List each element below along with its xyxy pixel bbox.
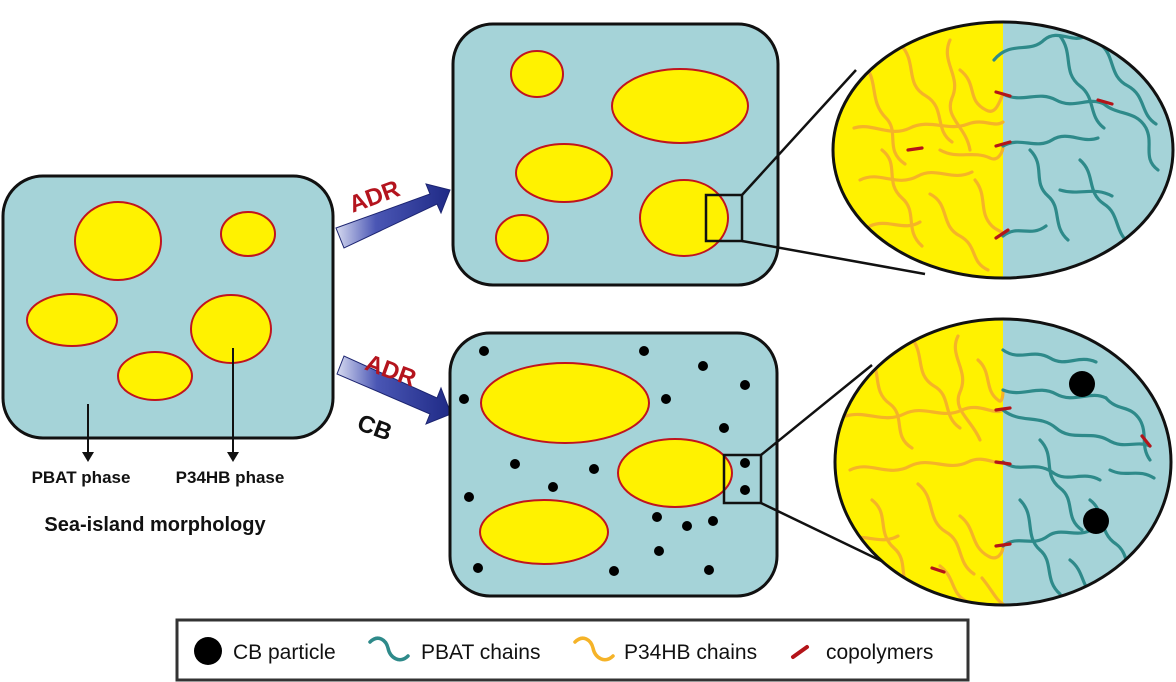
legend-label-cb: CB particle (233, 641, 336, 664)
p34hb-chains (844, 334, 1005, 605)
p34hb-phase-label: P34HB phase (176, 468, 285, 487)
p34hb-island (611, 68, 749, 144)
p34hb-domain (833, 22, 1003, 278)
cb-particle (1083, 508, 1109, 534)
adr-interface-zoom (831, 20, 1175, 280)
legend-label-copolymers: copolymers (826, 641, 933, 664)
zoom-box (722, 453, 763, 505)
adr-cb-arrow: ADR CB (336, 349, 452, 447)
p34hb-island (74, 201, 162, 281)
morphology-caption: Sea-island morphology (44, 514, 266, 536)
zoom-line (741, 239, 926, 276)
pbat-chains (992, 33, 1160, 246)
p34hb-island (190, 294, 272, 364)
p34hb-chain-icon (573, 636, 615, 662)
legend-label-p34hb: P34HB chains (624, 641, 757, 664)
p34hb-chains (852, 38, 1005, 272)
cb-label: CB (354, 409, 396, 446)
initial-blend-panel: PBAT phase P34HB phase Sea-island morpho… (1, 174, 335, 536)
legend-box (175, 618, 970, 682)
copolymer-icon (791, 645, 809, 659)
p34hb-island (117, 351, 193, 401)
p34hb-island (480, 362, 650, 444)
zoom-circle-outline (833, 317, 1173, 607)
legend-label-pbat: PBAT chains (421, 641, 540, 664)
p34hb-island (26, 293, 118, 347)
zoom-line (741, 69, 857, 196)
pbat-chain-icon (368, 636, 410, 662)
p34hb-island (617, 438, 733, 508)
pbat-phase-label: PBAT phase (32, 468, 131, 487)
adr-cb-blend-panel (448, 331, 779, 598)
p34hb-island (220, 211, 276, 257)
cb-particle (1069, 371, 1095, 397)
p34hb-island (639, 179, 729, 257)
p34hb-island (495, 214, 549, 262)
copolymers (930, 406, 1152, 574)
legend: CB particle PBAT chains P34HB chains cop… (175, 618, 970, 682)
adr-cb-interface-zoom (833, 317, 1173, 607)
p34hb-island (479, 499, 609, 565)
zoom-line (760, 364, 873, 456)
copolymers (906, 90, 1114, 240)
p34hb-pointer-arrow (227, 348, 239, 462)
adr-arrow: ADR (335, 175, 451, 249)
cb-particles (459, 346, 750, 576)
zoom-circle-outline (831, 20, 1175, 280)
adr-blend-panel (451, 22, 780, 287)
cb-particle-icon (194, 637, 222, 665)
pbat-pointer-arrow (82, 404, 94, 462)
p34hb-island (515, 143, 613, 203)
p34hb-island (510, 50, 564, 98)
zoom-box (704, 193, 744, 243)
